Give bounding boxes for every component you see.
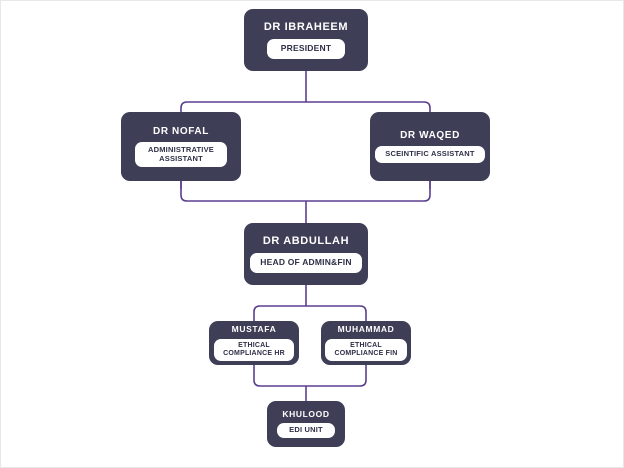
org-node-name: MUSTAFA — [231, 324, 277, 335]
org-node-ibraheem[interactable]: DR IBRAHEEM PRESIDENT — [244, 9, 368, 71]
edge-waqed-down — [306, 171, 431, 202]
org-node-mustafa[interactable]: MUSTAFA ETHICAL COMPLIANCE HR — [209, 321, 299, 365]
org-node-name: DR NOFAL — [153, 125, 209, 137]
org-node-role: ETHICAL COMPLIANCE HR — [214, 338, 294, 361]
org-node-name: KHULOOD — [282, 409, 330, 420]
edge-mustafa-down — [253, 359, 306, 387]
org-node-muhammad[interactable]: MUHAMMAD ETHICAL COMPLIANCE FIN — [321, 321, 411, 365]
edge-abdullah-to-mustafa — [253, 305, 306, 331]
org-node-role: EDI UNIT — [277, 423, 335, 438]
org-node-waqed[interactable]: DR WAQED SCEINTIFIC ASSISTANT — [370, 112, 490, 181]
org-node-role: PRESIDENT — [266, 39, 346, 59]
org-node-abdullah[interactable]: DR ABDULLAH HEAD OF ADMIN&FIN — [244, 223, 368, 285]
org-node-name: DR IBRAHEEM — [263, 21, 349, 34]
org-node-name: MUHAMMAD — [337, 324, 395, 335]
edge-ibraheem-to-nofal — [180, 101, 306, 189]
org-node-khulood[interactable]: KHULOOD EDI UNIT — [267, 401, 345, 447]
org-node-role: SCEINTIFIC ASSISTANT — [375, 146, 485, 163]
edge-muhammad-down — [306, 359, 367, 387]
org-node-nofal[interactable]: DR NOFAL ADMINISTRATIVE ASSISTANT — [121, 112, 241, 181]
edge-ibraheem-to-waqed — [306, 101, 431, 189]
edge-abdullah-to-muhammad — [306, 305, 367, 331]
org-node-role: ADMINISTRATIVE ASSISTANT — [135, 141, 227, 168]
org-node-role: HEAD OF ADMIN&FIN — [250, 253, 362, 273]
edge-nofal-down — [180, 171, 306, 202]
org-node-name: DR WAQED — [400, 130, 460, 142]
org-node-role: ETHICAL COMPLIANCE FIN — [325, 338, 407, 361]
org-node-name: DR ABDULLAH — [262, 235, 350, 248]
